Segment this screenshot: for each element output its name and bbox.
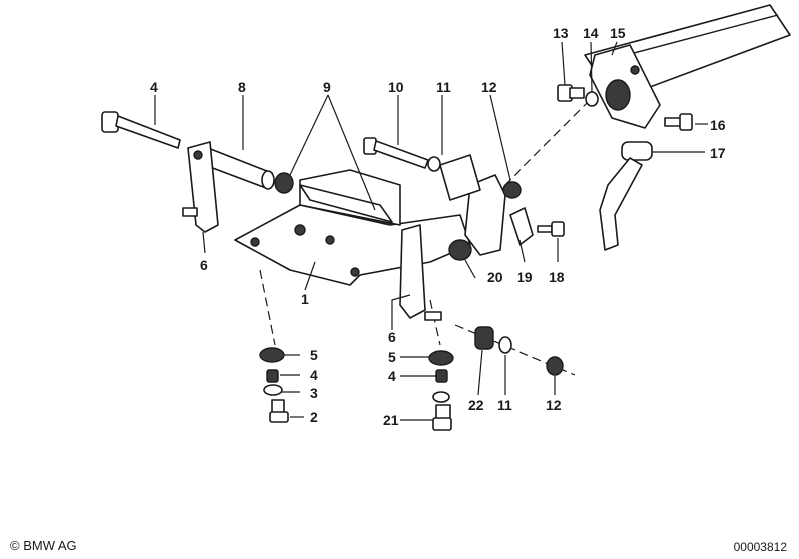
part-label-22: 22 bbox=[468, 397, 484, 413]
part-label-4-left: 4 bbox=[310, 367, 318, 383]
axis-line-left bbox=[259, 269, 276, 346]
bracket-part-19 bbox=[439, 154, 534, 256]
link-part-6-right bbox=[399, 224, 426, 319]
link-pivot-hole bbox=[193, 150, 203, 160]
part-label-12: 12 bbox=[481, 79, 497, 95]
part-label-11-bottom: 11 bbox=[497, 397, 512, 413]
part-label-9: 9 bbox=[323, 79, 331, 95]
part-label-12-bottom: 12 bbox=[546, 397, 562, 413]
screw-part-13 bbox=[557, 84, 585, 102]
part-label-20: 20 bbox=[487, 269, 503, 285]
part-label-13: 13 bbox=[553, 25, 569, 41]
part-label-6-right: 6 bbox=[388, 329, 396, 345]
washer-part-11 bbox=[427, 156, 441, 172]
part-label-15: 15 bbox=[610, 25, 626, 41]
screw-part-18 bbox=[537, 221, 565, 237]
part-label-21: 21 bbox=[383, 412, 399, 428]
part-label-10: 10 bbox=[388, 79, 404, 95]
bolt-part-10 bbox=[363, 137, 429, 169]
part-label-3: 3 bbox=[310, 385, 318, 401]
link-stud-right bbox=[424, 311, 442, 321]
part-label-2: 2 bbox=[310, 409, 318, 425]
part-label-18: 18 bbox=[549, 269, 565, 285]
part-label-4-right: 4 bbox=[388, 368, 396, 384]
part-label-11: 11 bbox=[436, 79, 451, 95]
nut-part-20 bbox=[448, 239, 472, 261]
part-label-5-right: 5 bbox=[388, 349, 396, 365]
copyright-notice: © BMW AG bbox=[10, 538, 77, 553]
nut-part-12 bbox=[502, 181, 522, 199]
bolt-part-7 bbox=[101, 111, 181, 149]
part-label-19: 19 bbox=[517, 269, 533, 285]
part-label-6-left: 6 bbox=[200, 257, 208, 273]
lever-part-17 bbox=[599, 141, 653, 251]
washer-part-11b bbox=[498, 336, 512, 354]
bushing-part-22 bbox=[474, 326, 494, 350]
part-label-8: 8 bbox=[238, 79, 246, 95]
fastener-stack-left bbox=[259, 347, 289, 423]
pin-part-8-end bbox=[261, 170, 275, 190]
clamp-part-15 bbox=[589, 44, 661, 129]
part-label-7: 4 bbox=[150, 79, 158, 95]
diagram-number: 00003812 bbox=[733, 540, 787, 554]
leader-lines bbox=[154, 41, 708, 421]
screw-part-16 bbox=[664, 113, 693, 131]
part-label-16: 16 bbox=[710, 117, 726, 133]
nut-part-12b bbox=[546, 356, 564, 376]
part-label-14: 14 bbox=[583, 25, 599, 41]
fastener-stack-right bbox=[428, 350, 454, 431]
washer-part-14 bbox=[585, 91, 599, 107]
part-label-5-left: 5 bbox=[310, 347, 318, 363]
axis-line-right bbox=[429, 299, 441, 346]
link-stud bbox=[182, 207, 198, 217]
part-label-17: 17 bbox=[710, 145, 726, 161]
part-label-1: 1 bbox=[301, 291, 309, 307]
